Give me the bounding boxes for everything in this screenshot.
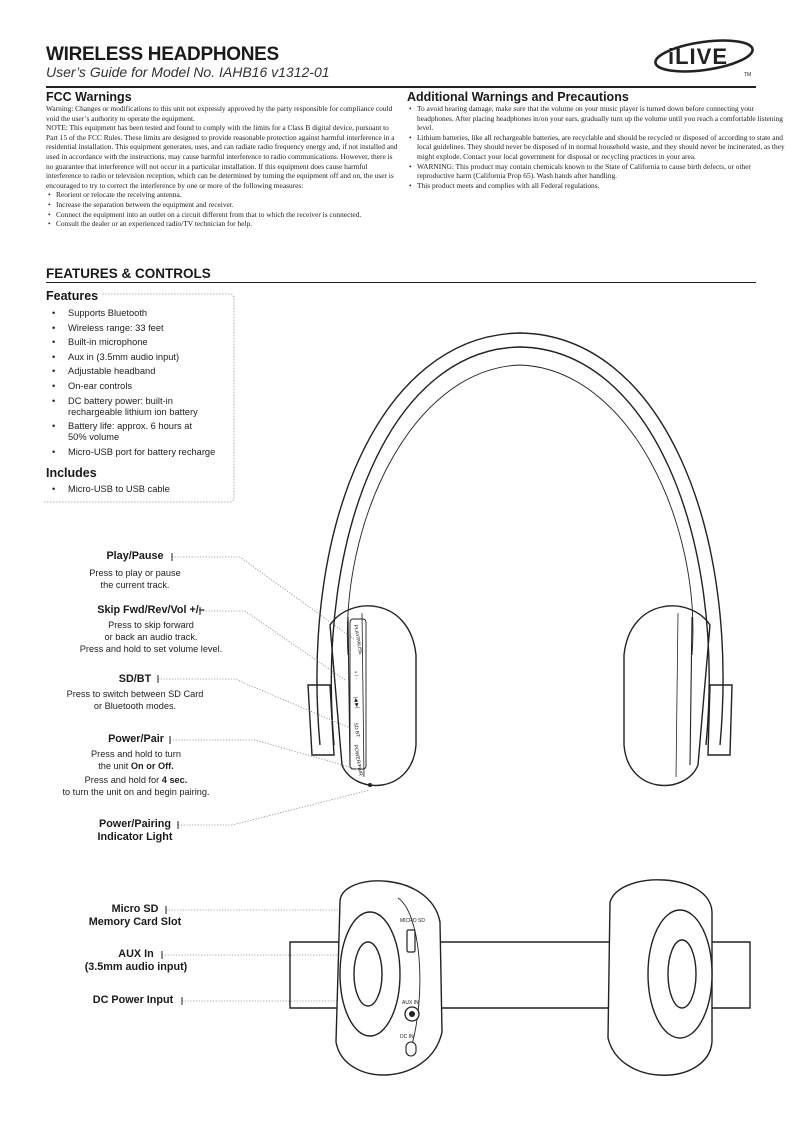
svg-text:POWER/PAIR: POWER/PAIR xyxy=(352,744,363,777)
callout-description-line: Press to skip forward xyxy=(108,620,194,630)
features-divider xyxy=(46,282,756,284)
list-item: Aux in (3.5mm audio input) xyxy=(46,352,232,363)
list-item: Increase the separation between the equi… xyxy=(46,200,398,210)
callout-description-line: Press to switch between SD Card xyxy=(66,689,204,699)
list-item: WARNING: This product may contain chemic… xyxy=(407,162,785,181)
includes-list: Micro-USB to USB cable xyxy=(46,484,232,499)
callout-description-line: or back an audio track. xyxy=(104,632,198,642)
headphones-ports-illustration: MICRO SD AUX IN DC IN xyxy=(289,879,751,1076)
document-title: WIRELESS HEADPHONES xyxy=(46,44,279,65)
list-item: On-ear controls xyxy=(46,381,232,392)
dc-jack xyxy=(405,1041,417,1057)
list-item: Adjustable headband xyxy=(46,366,232,377)
list-item: To avoid hearing damage, make sure that … xyxy=(407,104,785,133)
list-item: Micro-USB port for battery recharge xyxy=(46,447,232,458)
title-divider xyxy=(46,86,756,88)
callout-description-line: Press and hold for 4 sec. xyxy=(46,774,226,786)
micro-sd-slot xyxy=(406,929,416,953)
features-subheading: Features xyxy=(46,289,99,303)
list-item: Connect the equipment into an outlet on … xyxy=(46,210,398,220)
callout-title: (3.5mm audio input) xyxy=(84,961,188,973)
callout-title: Power/Pairing xyxy=(99,818,171,830)
callout-description-line: the unit On or Off. xyxy=(46,760,226,772)
callout-title: DC Power Input xyxy=(92,994,174,1006)
includes-subheading: Includes xyxy=(46,466,97,480)
dc-port-label: DC IN xyxy=(400,1034,414,1040)
callout-title: Memory Card Slot xyxy=(88,916,182,928)
callout-title: Power/Pair xyxy=(108,733,164,745)
additional-warnings-text: To avoid hearing damage, make sure that … xyxy=(407,104,785,190)
svg-text:|◀ ▶|: |◀ ▶| xyxy=(352,696,360,709)
list-item: This product meets and complies with all… xyxy=(407,181,785,191)
callout-micro-sd: Micro SD Memory Card Slot xyxy=(70,903,200,929)
features-list: Supports Bluetooth Wireless range: 33 fe… xyxy=(46,308,232,461)
callout-description-line: Press and hold to set volume level. xyxy=(79,644,223,654)
callout-emphasis: 4 sec. xyxy=(161,775,188,785)
list-item: Battery life: approx. 6 hours at 50% vol… xyxy=(46,421,208,443)
list-item: DC battery power: built-in rechargeable … xyxy=(46,396,218,418)
callout-title: Skip Fwd/Rev/Vol +/– xyxy=(97,604,205,616)
svg-text:iLIVE: iLIVE xyxy=(668,44,728,69)
svg-text:SD BT: SD BT xyxy=(352,722,360,738)
callout-title: Play/Pause xyxy=(106,550,164,562)
list-item: Consult the dealer or an experienced rad… xyxy=(46,219,398,229)
callout-emphasis: On or Off. xyxy=(130,761,174,771)
list-item: Lithium batteries, like all rechargeable… xyxy=(407,133,785,162)
callout-power-pair: Power/Pair Press and hold to turn the un… xyxy=(46,733,226,798)
aux-port-label: AUX IN xyxy=(402,1000,419,1006)
callout-title: Micro SD xyxy=(111,903,159,915)
fcc-paragraph-2: NOTE: This equipment has been tested and… xyxy=(46,123,398,190)
callout-play-pause: Play/Pause Press to play or pause the cu… xyxy=(60,550,210,591)
callout-indicator-light: Power/Pairing Indicator Light xyxy=(80,818,190,844)
list-item: Reorient or relocate the receiving anten… xyxy=(46,190,398,200)
callout-title: Indicator Light xyxy=(97,831,173,843)
fcc-paragraph-1: Warning: Changes or modifications to thi… xyxy=(46,104,393,123)
list-item: Micro-USB to USB cable xyxy=(46,484,232,495)
headphones-front-illustration: PLAY/PAUSE + / - |◀ ▶| SD BT POWER/PAIR xyxy=(307,332,733,787)
callout-sd-bt: SD/BT Press to switch between SD Card or… xyxy=(60,673,210,712)
callout-description-line: Press to play or pause xyxy=(89,568,181,578)
callout-description-line: to turn the unit on and begin pairing. xyxy=(62,787,210,797)
list-item: Wireless range: 33 feet xyxy=(46,323,232,334)
callout-title: SD/BT xyxy=(118,673,152,685)
fcc-heading: FCC Warnings xyxy=(46,90,132,104)
additional-warnings-heading: Additional Warnings and Precautions xyxy=(407,90,629,104)
micro-sd-port-label: MICRO SD xyxy=(400,918,425,924)
additional-warnings-list: To avoid hearing damage, make sure that … xyxy=(407,104,785,190)
callout-title: AUX In xyxy=(118,948,154,960)
document-subtitle: User’s Guide for Model No. IAHB16 v1312-… xyxy=(46,64,330,80)
ilive-logo: iLIVE TM xyxy=(652,34,756,78)
list-item: Built-in microphone xyxy=(46,337,232,348)
callout-aux-in: AUX In (3.5mm audio input) xyxy=(70,948,202,974)
svg-text:PLAY/PAUSE: PLAY/PAUSE xyxy=(352,624,363,656)
fcc-text: Warning: Changes or modifications to thi… xyxy=(46,104,398,229)
fcc-measures-list: Reorient or relocate the receiving anten… xyxy=(46,190,398,228)
features-box xyxy=(44,293,235,503)
callout-text-segment: Press and hold for xyxy=(84,775,162,785)
svg-text:+ / -: + / - xyxy=(352,670,359,680)
callout-text-segment: the unit xyxy=(98,761,131,771)
svg-text:TM: TM xyxy=(744,72,751,78)
callout-description-line: Press and hold to turn xyxy=(91,749,181,759)
callout-skip-vol: Skip Fwd/Rev/Vol +/– Press to skip forwa… xyxy=(56,604,246,655)
callout-description-line: or Bluetooth modes. xyxy=(93,701,177,711)
callout-dc-power: DC Power Input xyxy=(86,994,180,1007)
list-item: Supports Bluetooth xyxy=(46,308,232,319)
features-controls-heading: FEATURES & CONTROLS xyxy=(46,266,211,281)
callout-description-line: the current track. xyxy=(100,580,170,590)
